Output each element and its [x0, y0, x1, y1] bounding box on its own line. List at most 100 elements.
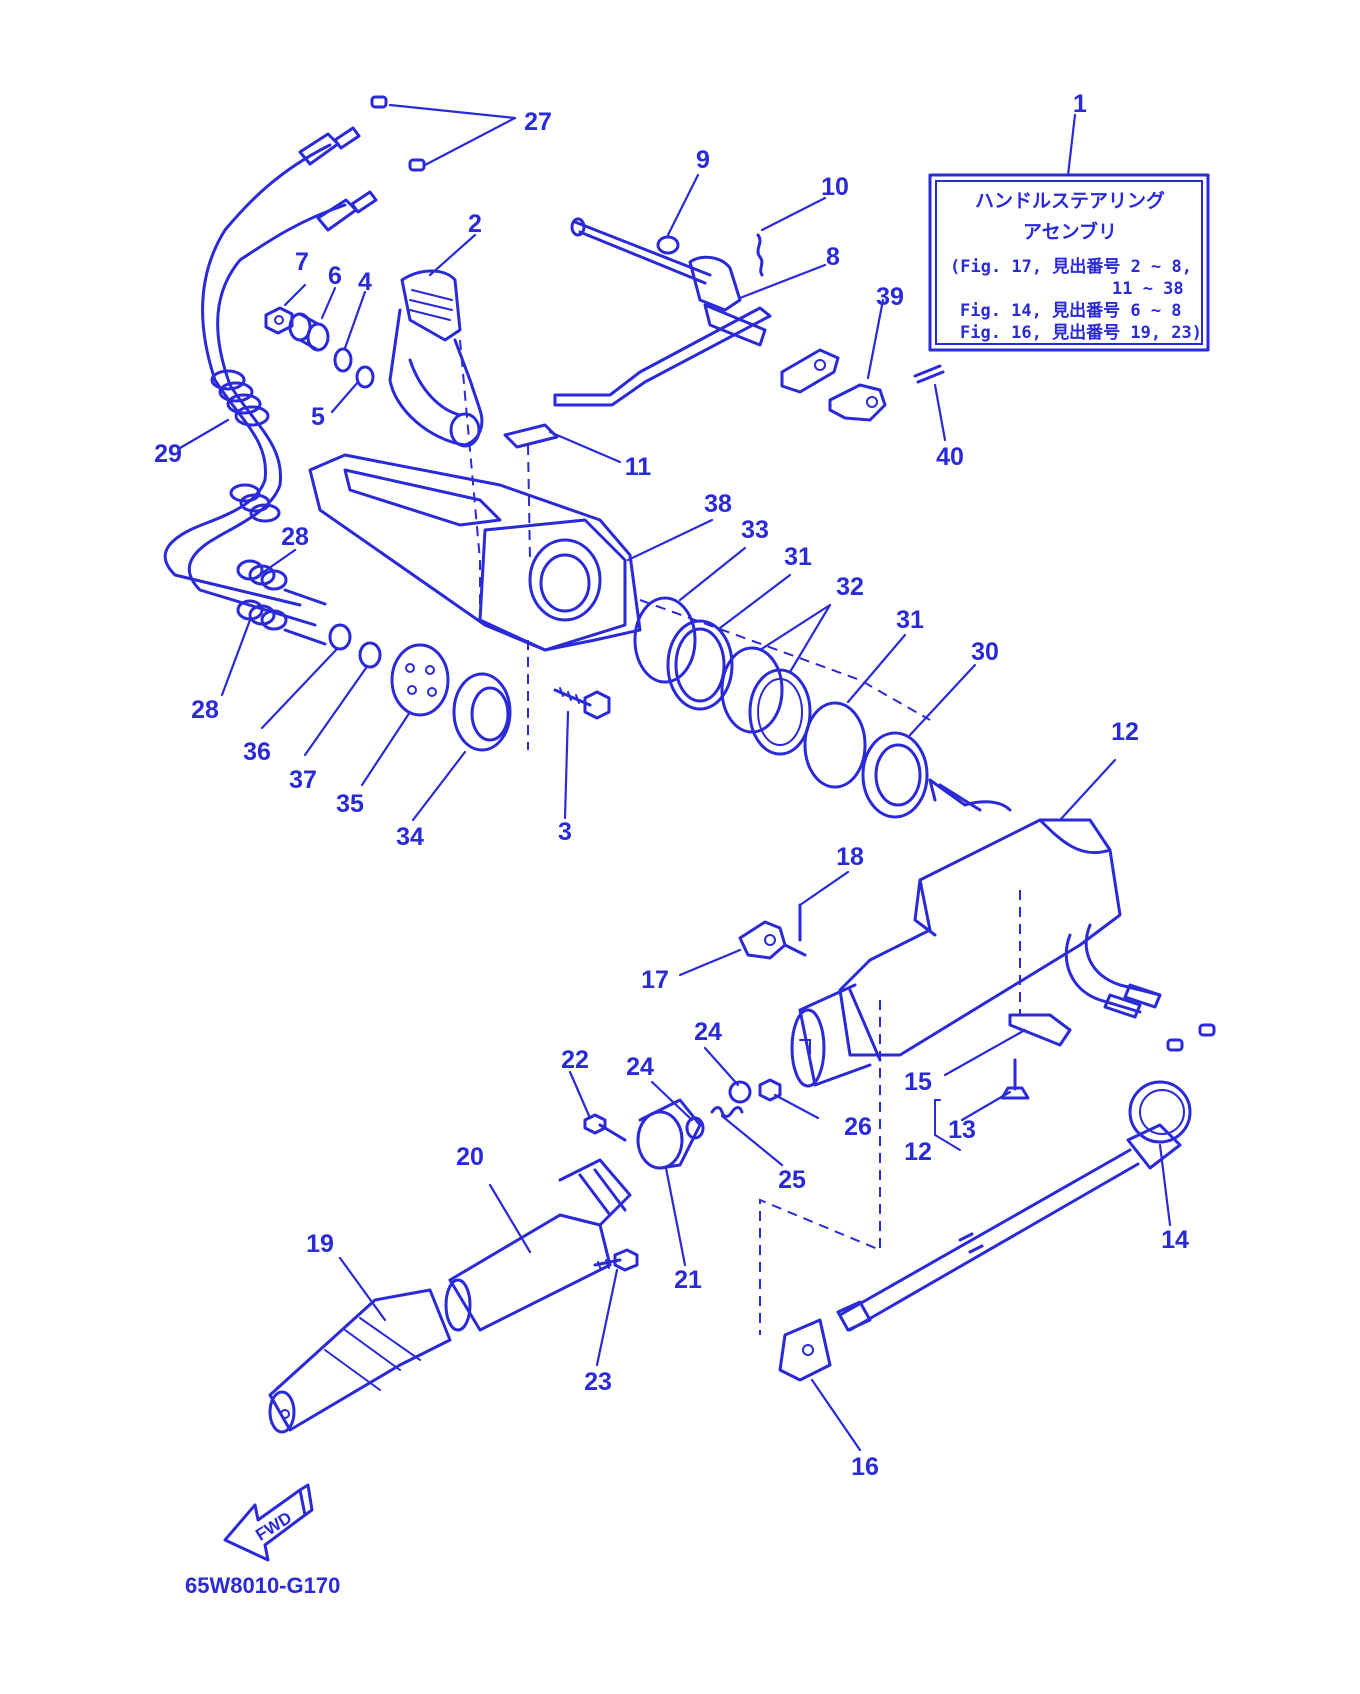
callout-24b: 24	[694, 1018, 722, 1046]
bracket-mark-2	[934, 1134, 961, 1151]
callout-31b: 31	[896, 606, 924, 634]
plate-part-11	[503, 423, 559, 449]
throttle-cables	[163, 95, 426, 646]
bushing-part-30	[861, 731, 929, 819]
callout-29: 29	[154, 440, 182, 468]
callout-20: 20	[456, 1143, 484, 1171]
note-ref-line2: 11 ~ 38	[1112, 279, 1184, 299]
washer-part-24	[685, 1116, 705, 1140]
fwd-arrow-icon: FWD	[223, 1483, 314, 1562]
washer-part-4	[333, 347, 353, 373]
arm-cables	[1064, 923, 1216, 1052]
ring-part-31	[666, 619, 734, 711]
washer-part-5	[355, 365, 375, 389]
ring-part-31-inner	[674, 627, 726, 703]
callout-30: 30	[971, 638, 999, 666]
callout-26: 26	[844, 1113, 872, 1141]
note-ref-line1: (Fig. 17, 見出番号 2 ~ 8,	[950, 256, 1192, 277]
cable-end-fitting	[298, 126, 378, 232]
callout-11: 11	[625, 453, 652, 481]
clip-part-17	[738, 920, 807, 960]
callout-27: 27	[524, 108, 552, 136]
callout-39: 39	[876, 283, 904, 311]
ring-part-31b	[803, 701, 867, 789]
cable-end-cap	[370, 95, 388, 109]
cable-grommet	[229, 483, 281, 523]
callout-labels: 1 2 3 4 5 6 7 8 9 10 11 12 12 13 14 15 1…	[154, 90, 1189, 1481]
note-box: ハンドルステアリング アセンブリ (Fig. 17, 見出番号 2 ~ 8, 1…	[928, 173, 1210, 352]
callout-17: 17	[641, 966, 669, 994]
callout-35: 35	[336, 790, 364, 818]
callout-19: 19	[306, 1230, 334, 1258]
collar-part-6	[288, 312, 330, 352]
washer-part-9	[656, 235, 680, 255]
note-ref-line3: Fig. 14, 見出番号 6 ~ 8	[960, 300, 1182, 321]
callout-12b: 12	[904, 1138, 932, 1166]
callout-16: 16	[851, 1453, 879, 1481]
callout-7: 7	[295, 248, 309, 276]
callout-36: 36	[243, 738, 271, 766]
callout-25: 25	[778, 1166, 806, 1194]
lever-part-2	[388, 269, 484, 448]
callout-28: 28	[281, 523, 309, 551]
ring-part-32	[720, 646, 812, 756]
callout-32: 32	[836, 573, 864, 601]
bolt-part-3	[553, 687, 611, 720]
callout-34: 34	[396, 823, 424, 851]
spring-part-25	[710, 1106, 744, 1118]
callout-14: 14	[1161, 1226, 1189, 1254]
screw-part-22	[583, 1113, 627, 1142]
pin-part-10	[756, 233, 764, 277]
callout-38: 38	[704, 490, 732, 518]
callout-24: 24	[626, 1053, 654, 1081]
throttle-tube-part-20	[444, 1158, 632, 1332]
nut-part-37	[358, 641, 382, 669]
clip-part-39	[828, 383, 887, 422]
callout-28b: 28	[191, 696, 219, 724]
callout-40: 40	[936, 443, 964, 471]
bolt-part-13	[1000, 1058, 1030, 1100]
pin-part-40	[913, 364, 945, 384]
callout-22: 22	[561, 1046, 589, 1074]
guide-part-16	[778, 1318, 832, 1382]
note-title-line1: ハンドルステアリング	[975, 189, 1165, 212]
screw-part-23	[593, 1248, 639, 1272]
callout-5: 5	[311, 403, 325, 431]
callout-12: 12	[1111, 718, 1139, 746]
leader-lines	[178, 103, 1172, 1452]
bushing-part-34	[452, 672, 512, 752]
screw-part-26	[758, 1078, 782, 1102]
cable-end-cap	[408, 158, 426, 172]
cable-grommet	[210, 369, 270, 427]
callout-9: 9	[696, 146, 710, 174]
callout-23: 23	[584, 1368, 612, 1396]
callout-21: 21	[674, 1266, 702, 1294]
assembly-lines	[459, 339, 1021, 1335]
callout-3: 3	[558, 818, 572, 846]
bracket-link	[780, 348, 840, 394]
callout-1: 1	[1073, 90, 1087, 118]
callout-10: 10	[821, 173, 849, 201]
callout-4: 4	[358, 268, 372, 296]
handle-bracket-part-38	[308, 453, 642, 652]
shift-rod-part-8	[553, 217, 772, 407]
friction-ring-part-21	[636, 1098, 702, 1170]
callout-15: 15	[904, 1068, 932, 1096]
washer-part-36	[328, 623, 352, 651]
callout-18: 18	[836, 843, 864, 871]
callout-8: 8	[826, 243, 840, 271]
bracket-part-15	[1008, 1013, 1072, 1047]
callout-37: 37	[289, 766, 317, 794]
note-ref-line4: Fig. 16, 見出番号 19, 23)	[960, 322, 1202, 343]
plate-part-35	[390, 643, 450, 717]
callout-2: 2	[468, 210, 482, 238]
callout-6: 6	[328, 262, 342, 290]
callout-31: 31	[784, 543, 812, 571]
washer-part-24b	[728, 1080, 752, 1104]
grip-part-19	[268, 1288, 452, 1434]
diagram-code: 65W8010-G170	[185, 1573, 340, 1598]
nut-part-7	[264, 306, 294, 335]
cable-grommet	[236, 559, 288, 631]
bracket-mark	[934, 1099, 941, 1136]
